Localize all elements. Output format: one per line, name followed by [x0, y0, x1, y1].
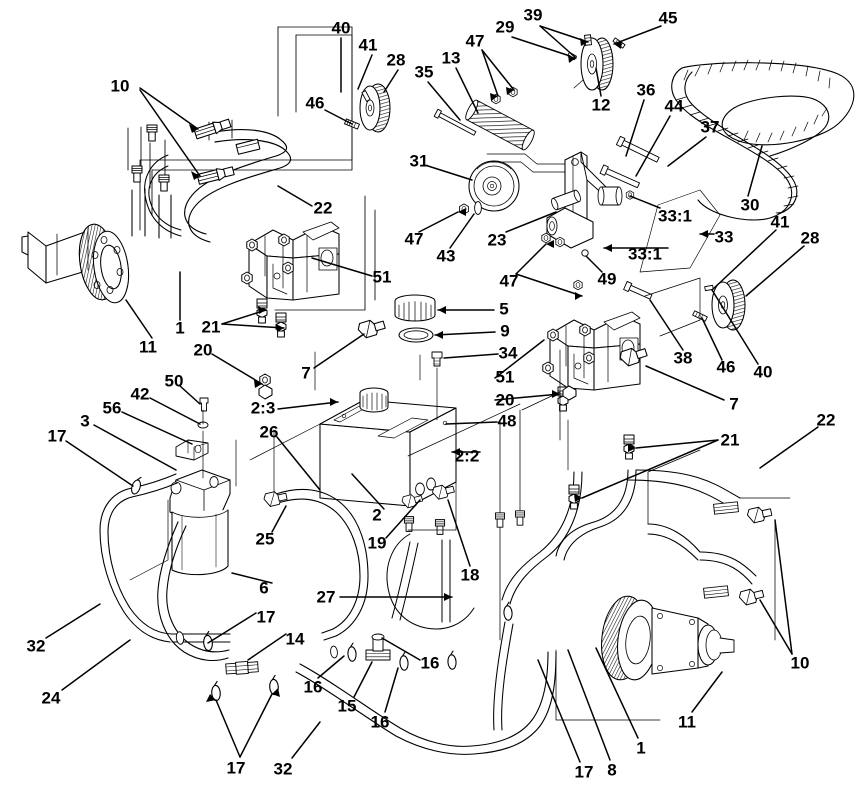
- callout-3: 3: [80, 411, 90, 431]
- callout-20-a: 20: [193, 340, 213, 360]
- callout-1-a: 1: [175, 318, 185, 338]
- callout-21-a: 21: [201, 317, 221, 337]
- callout-51-a: 51: [372, 267, 392, 287]
- callout-27: 27: [316, 587, 336, 607]
- callout-22-a: 22: [313, 198, 333, 218]
- callout-56: 56: [102, 398, 122, 418]
- callout-47-b: 47: [404, 229, 424, 249]
- callout-15: 15: [337, 696, 357, 716]
- callout-16-b: 16: [370, 712, 390, 732]
- callout-40-b: 40: [753, 362, 773, 382]
- callout-7-b: 7: [729, 394, 739, 414]
- callout-5: 5: [499, 299, 509, 319]
- callout-12: 12: [591, 95, 611, 115]
- callout-37: 37: [700, 117, 720, 137]
- callout-35: 35: [414, 62, 434, 82]
- callout-21-b: 21: [720, 430, 740, 450]
- callout-2-2: 2:2: [454, 446, 480, 466]
- callout-11-b: 11: [678, 712, 696, 732]
- callout-28-b: 28: [800, 228, 820, 248]
- callout-32-a: 32: [26, 636, 46, 656]
- callout-11-a: 11: [139, 337, 157, 357]
- callout-10-b: 10: [790, 653, 810, 673]
- callout-48: 48: [497, 411, 517, 431]
- callout-17-a: 17: [47, 426, 67, 446]
- callout-41-b: 41: [770, 212, 790, 232]
- callout-46-b: 46: [716, 357, 736, 377]
- callout-24: 24: [41, 688, 61, 708]
- callout-31: 31: [409, 151, 429, 171]
- callout-40-a: 40: [331, 18, 351, 38]
- callout-33: 33: [714, 227, 734, 247]
- callout-16-c: 16: [420, 653, 440, 673]
- callout-1-b: 1: [636, 738, 646, 758]
- callout-42: 42: [130, 384, 150, 404]
- callout-33-1-a: 33:1: [657, 206, 693, 226]
- callout-36: 36: [636, 80, 656, 100]
- callout-49: 49: [597, 269, 617, 289]
- callout-25: 25: [255, 529, 275, 549]
- callout-46-a: 46: [305, 93, 325, 113]
- callout-17-b: 17: [256, 607, 276, 627]
- callout-17-c: 17: [226, 758, 246, 778]
- callout-45: 45: [658, 8, 678, 28]
- callout-2-3: 2:3: [250, 398, 276, 418]
- callout-8: 8: [607, 760, 617, 780]
- callout-39: 39: [523, 5, 543, 25]
- callout-47-a: 47: [465, 31, 485, 51]
- callout-7-a: 7: [301, 363, 311, 383]
- callout-38: 38: [673, 348, 693, 368]
- callout-9: 9: [500, 321, 510, 341]
- callout-43: 43: [436, 246, 456, 266]
- callout-18: 18: [460, 565, 480, 585]
- callout-30: 30: [740, 195, 760, 215]
- callout-44: 44: [664, 96, 684, 116]
- callout-13: 13: [441, 48, 461, 68]
- callout-10-a: 10: [110, 76, 130, 96]
- callout-34: 34: [498, 343, 518, 363]
- callout-6: 6: [259, 578, 269, 598]
- callout-16-a: 16: [303, 677, 323, 697]
- callout-14: 14: [285, 629, 305, 649]
- callout-28-a: 28: [386, 50, 406, 70]
- callout-2: 2: [372, 505, 382, 525]
- callout-33-1-b: 33:1: [627, 244, 663, 264]
- callout-32-b: 32: [273, 759, 293, 779]
- callout-29: 29: [495, 17, 515, 37]
- callout-41-a: 41: [358, 35, 378, 55]
- callout-47-c: 47: [499, 271, 519, 291]
- callout-51-b: 51: [495, 367, 515, 387]
- callout-50: 50: [164, 371, 184, 391]
- callout-20-b: 20: [495, 390, 515, 410]
- callout-23: 23: [487, 230, 507, 250]
- callout-22-b: 22: [816, 410, 836, 430]
- callout-19: 19: [367, 533, 387, 553]
- callout-17-d: 17: [574, 762, 594, 782]
- callout-26: 26: [259, 422, 279, 442]
